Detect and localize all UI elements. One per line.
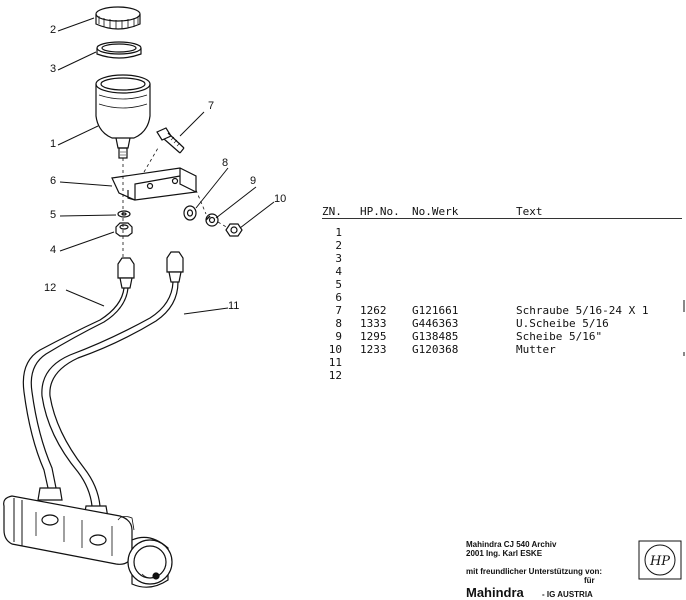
callout-8: 8: [222, 157, 229, 169]
row-hp: 1333: [360, 317, 387, 330]
row-werk: G446363: [412, 317, 459, 330]
fitting-nut: [115, 222, 133, 237]
callout-10: 10: [274, 193, 287, 205]
callout-7: 7: [208, 100, 215, 112]
callout-12: 12: [44, 282, 57, 294]
brake-line-12: [22, 287, 129, 489]
row-zn: 9: [335, 330, 342, 343]
assembly-lines: [122, 147, 229, 264]
row-hp: 1295: [360, 330, 387, 343]
callout-3: 3: [50, 63, 57, 75]
credits-line-1: Mahindra CJ 540 Archiv: [466, 540, 557, 549]
row-zn: 11: [328, 356, 342, 369]
bracket: [111, 167, 197, 201]
row-hp: 1233: [360, 343, 387, 356]
line-fittings: [117, 251, 184, 289]
callout-11: 11: [228, 300, 240, 312]
seal-ring: [96, 41, 142, 59]
row-werk: G121661: [412, 304, 459, 317]
brand-logo-text: Mahindra: [466, 585, 524, 600]
credits-line-2: 2001 Ing. Karl ESKE: [466, 549, 543, 558]
row-text: U.Scheibe 5/16: [516, 317, 609, 330]
row-zn: 8: [335, 317, 342, 330]
header-text: Text: [516, 205, 543, 218]
header-werk: No.Werk: [412, 205, 459, 218]
brand-subtitle: - IG AUSTRIA: [542, 590, 593, 599]
hp-seal-logo: HP: [638, 540, 682, 580]
row-zn: 6: [335, 291, 342, 304]
row-text: Schraube 5/16-24 X 1: [516, 304, 649, 317]
row-hp: 1262: [360, 304, 387, 317]
callout-6: 6: [50, 175, 57, 187]
row-werk: G120368: [412, 343, 459, 356]
header-zn: ZN.: [322, 205, 342, 218]
lock-washer: [205, 213, 219, 227]
master-cylinder: [3, 487, 173, 588]
hp-seal-text: HP: [649, 554, 670, 569]
header-hp: HP.No.: [360, 205, 400, 218]
callout-4: 4: [50, 244, 57, 256]
row-text: Mutter: [516, 343, 556, 356]
row-zn: 2: [335, 239, 342, 252]
row-zn: 10: [328, 343, 342, 356]
reservoir-body: [95, 74, 151, 159]
nut: [225, 223, 243, 237]
callout-5: 5: [50, 209, 57, 221]
row-text: Scheibe 5/16": [516, 330, 603, 343]
callout-2: 2: [50, 24, 57, 36]
row-zn: 5: [335, 278, 342, 291]
reservoir-cap: [95, 6, 141, 30]
row-werk: G138485: [412, 330, 459, 343]
row-zn: 7: [335, 304, 342, 317]
washer: [183, 205, 197, 221]
credits-block: Mahindra CJ 540 Archiv 2001 Ing. Karl ES…: [466, 540, 602, 585]
callout-1: 1: [50, 138, 57, 150]
credits-line-3: mit freundlicher Unterstützung von:: [466, 567, 602, 576]
row-zn: 4: [335, 265, 342, 278]
row-zn: 3: [335, 252, 342, 265]
credits-line-4: für: [584, 576, 595, 585]
row-zn: 12: [328, 369, 342, 382]
brake-line-11: [41, 281, 179, 507]
leader-lines: [57, 17, 275, 315]
bolt: [156, 127, 185, 154]
small-washer: [117, 210, 131, 218]
callout-9: 9: [250, 175, 257, 187]
header-rule: [322, 218, 682, 219]
row-zn: 1: [335, 226, 342, 239]
